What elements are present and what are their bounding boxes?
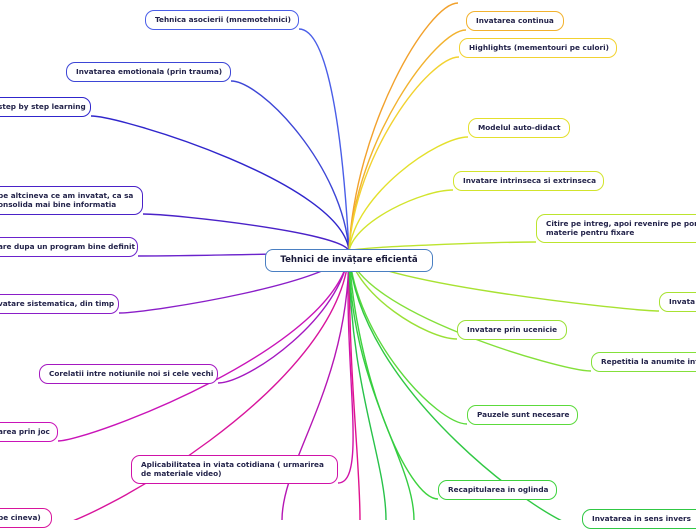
- topic-node-explain[interactable]: pe altcineva ce am invatat, ca sa onsoli…: [0, 186, 143, 215]
- topic-node-citire[interactable]: Citire pe intreg, apoi revenire pe port …: [536, 214, 696, 243]
- topic-node-intrins[interactable]: Invatare intrinseca si extrinseca: [453, 171, 604, 191]
- connector-step: [90, 115, 350, 252]
- connector-offscreen-3: [348, 250, 415, 520]
- connector-offscreen-1: [348, 250, 361, 520]
- connector-oglinda: [348, 250, 439, 500]
- topic-node-mnemo[interactable]: Tehnica asocierii (mnemotehnici): [145, 10, 299, 30]
- connector-emo: [230, 80, 350, 252]
- central-topic-node[interactable]: Tehnici de invățare eficientă: [265, 249, 433, 272]
- topic-node-invers[interactable]: Invatarea in sens invers: [582, 509, 696, 529]
- connector-autodid: [348, 136, 469, 252]
- topic-node-highl[interactable]: Highlights (mementouri pe culori): [459, 38, 617, 58]
- topic-node-autodid[interactable]: Modelul auto-didact: [468, 118, 570, 138]
- connector-offscreen-0: [281, 250, 350, 520]
- topic-node-pauze[interactable]: Pauzele sunt necesare: [467, 405, 578, 425]
- connector-invers: [348, 250, 562, 520]
- connector-joc: [57, 250, 350, 442]
- topic-node-joc[interactable]: area prin joc: [0, 422, 58, 442]
- topic-node-invata_r[interactable]: Invata: [659, 292, 696, 312]
- topic-node-repet[interactable]: Repetitia la anumite int: [591, 352, 696, 372]
- topic-node-prog[interactable]: are dupa un program bine definit: [0, 237, 138, 257]
- topic-node-emo[interactable]: Invatarea emotionala (prin trauma): [66, 62, 231, 82]
- topic-node-contin[interactable]: Invatarea continua: [466, 11, 564, 31]
- connector-contin: [348, 29, 467, 252]
- topic-node-ucenic[interactable]: Invatare prin ucenicie: [457, 320, 567, 340]
- topic-node-step[interactable]: step by step learning: [0, 97, 91, 117]
- topic-node-sist[interactable]: vatare sistematica, din timp: [0, 294, 119, 314]
- connector-aplic: [337, 250, 354, 484]
- topic-node-aplic[interactable]: Aplicabilitatea in viata cotidiana ( urm…: [131, 455, 338, 484]
- connector-intrins: [348, 189, 454, 252]
- connector-top_orange: [348, 2, 459, 252]
- topic-node-corel[interactable]: Corelatii intre notiunile noi si cele ve…: [39, 364, 218, 384]
- connector-offscreen-2: [348, 250, 387, 520]
- connector-mnemo: [298, 28, 350, 252]
- topic-node-cineva[interactable]: pe cineva): [0, 508, 52, 528]
- connector-explain: [142, 213, 350, 252]
- connector-pauze: [348, 250, 468, 425]
- connector-highl: [348, 56, 460, 252]
- topic-node-oglinda[interactable]: Recapitularea in oglinda: [438, 480, 557, 500]
